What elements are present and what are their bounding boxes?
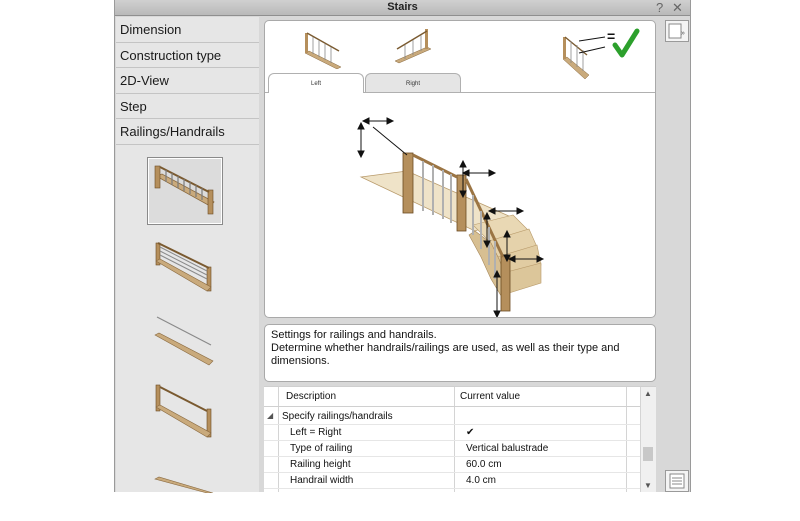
sidebar-item-dimension[interactable]: Dimension [116, 17, 259, 43]
row-name: Railing height [290, 459, 351, 470]
grid-group-row[interactable]: ◢ Specify railings/handrails [264, 409, 640, 425]
close-icon[interactable]: ✕ [672, 0, 683, 15]
stairs-right-icon[interactable] [391, 23, 435, 69]
list-icon [669, 473, 685, 489]
grid-header-row: Description Current value [264, 389, 640, 407]
grid-divider [626, 387, 627, 492]
title-bar: Stairs ? ✕ [115, 0, 690, 16]
svg-text:»: » [681, 30, 685, 37]
grid-divider [454, 387, 455, 492]
checkmark-icon[interactable]: ✔ [466, 427, 475, 438]
table-row[interactable]: Handrail width 4.0 cm [264, 473, 640, 489]
help-description: Settings for railings and handrails. Det… [264, 324, 656, 382]
table-row[interactable]: Railing height 60.0 cm [264, 457, 640, 473]
grid-group-label: Specify railings/handrails [282, 411, 393, 422]
railing-option-handrail-only[interactable] [147, 305, 223, 373]
sidebar-item-step[interactable]: Step [116, 94, 259, 120]
preview-panel: = Left Right [264, 20, 656, 318]
tab-divider [265, 92, 655, 93]
column-header-current-value[interactable]: Current value [460, 391, 521, 402]
panel-icon: » [668, 23, 685, 39]
stairs-left-icon[interactable] [301, 23, 345, 69]
railing-option-simple[interactable] [147, 453, 223, 521]
grid-scrollbar[interactable]: ▲ ▼ [640, 387, 656, 492]
grid-divider [278, 387, 279, 492]
svg-text:=: = [607, 28, 615, 44]
help-description-line2: Determine whether handrails/railings are… [271, 342, 620, 367]
table-row[interactable]: Type of railing Vertical balustrade [264, 441, 640, 457]
tab-right-label: Right [405, 81, 420, 87]
table-row[interactable]: Left = Right ✔ [264, 425, 640, 441]
help-icon[interactable]: ? [656, 0, 664, 15]
stairs-preview-image [357, 117, 545, 317]
row-value[interactable]: Vertical balustrade [466, 443, 549, 454]
expand-panel-button[interactable]: » [665, 20, 689, 42]
scroll-up-icon[interactable]: ▲ [644, 389, 652, 398]
window-title: Stairs [387, 1, 418, 13]
list-view-button[interactable] [665, 470, 689, 492]
sidebar-item-construction-type[interactable]: Construction type [116, 43, 259, 69]
row-name: Type of railing [290, 443, 353, 454]
railing-option-horizontal-rails[interactable] [147, 231, 223, 299]
help-description-line1: Settings for railings and handrails. [271, 329, 437, 341]
sidebar-item-2d-view[interactable]: 2D-View [116, 68, 259, 94]
stairs-dialog: Stairs ? ✕ Dimension Construction type 2… [114, 0, 691, 494]
row-name: Handrail width [290, 475, 354, 486]
scroll-down-icon[interactable]: ▼ [644, 481, 652, 490]
tab-left[interactable]: Left [268, 73, 364, 93]
sidebar: Dimension Construction type 2D-View Step… [116, 17, 259, 494]
row-value[interactable]: 4.0 cm [466, 475, 497, 486]
properties-grid: Description Current value ◢ Specify rail… [264, 386, 656, 492]
tab-left-label: Left [310, 81, 321, 87]
sidebar-item-railings-handrails[interactable]: Railings/Handrails [116, 119, 259, 145]
railing-option-frame[interactable] [147, 379, 223, 447]
left-equals-right-icon[interactable]: = [557, 23, 641, 81]
row-name: Left = Right [290, 427, 342, 438]
railing-option-vertical-balustrade[interactable] [147, 157, 223, 225]
column-header-description[interactable]: Description [286, 391, 337, 402]
collapse-triangle-icon[interactable]: ◢ [267, 411, 274, 420]
row-value[interactable]: 60.0 cm [466, 459, 502, 470]
tab-right[interactable]: Right [365, 73, 461, 93]
scroll-thumb[interactable] [643, 447, 653, 461]
content-area: = Left Right [261, 17, 661, 492]
